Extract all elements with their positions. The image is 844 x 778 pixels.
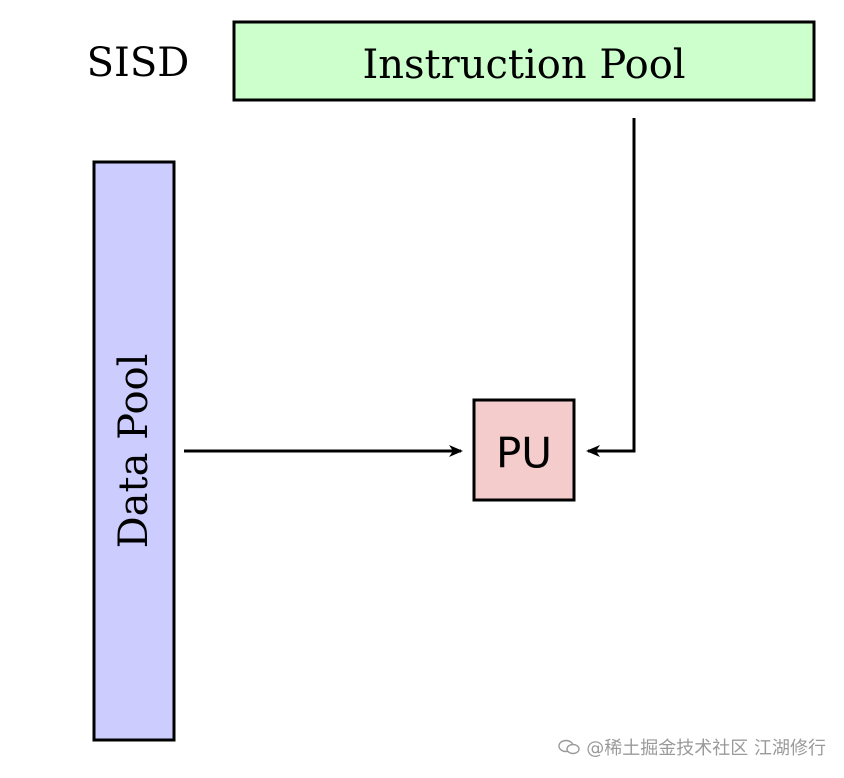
processing-unit-box (472, 398, 576, 502)
watermark-text: @稀土掘金技术社区 江湖修行 (586, 738, 826, 759)
architecture-label: SISD (87, 40, 190, 86)
instruction-to-pu-arrow (586, 118, 636, 457)
data-pool: Data Pool (92, 160, 176, 742)
processing-unit: PU (472, 398, 576, 502)
instruction-pool: Instruction Pool (232, 20, 816, 102)
data-pool-box (92, 160, 176, 742)
data-pool-label: Data Pool (111, 354, 157, 549)
processing-unit-label: PU (496, 429, 552, 478)
watermark: @稀土掘金技术社区 江湖修行 (558, 734, 826, 760)
wechat-icon (558, 739, 580, 755)
instruction-pool-box (232, 20, 816, 102)
instruction-pool-label: Instruction Pool (362, 42, 685, 88)
